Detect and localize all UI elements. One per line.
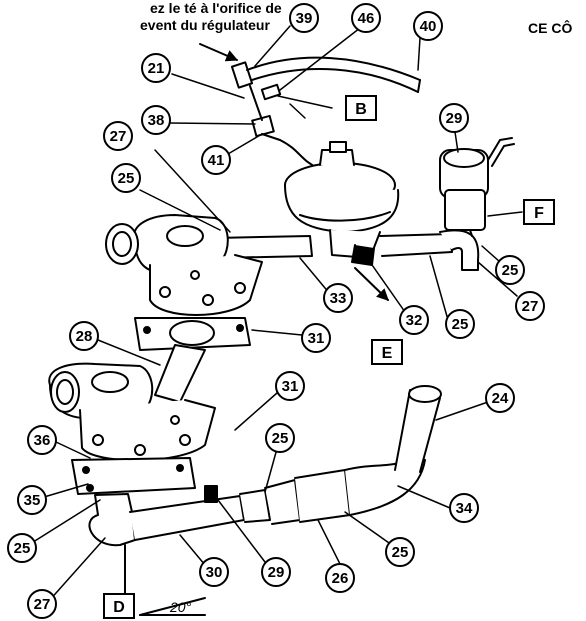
callout-39: 39 (289, 3, 319, 33)
svg-text:35: 35 (24, 492, 41, 509)
callout-26: 26 (325, 563, 355, 593)
callout-28: 28 (69, 321, 99, 351)
svg-text:27: 27 (34, 596, 51, 613)
box-E: E (371, 339, 403, 365)
box-F: F (523, 199, 555, 225)
svg-text:39: 39 (296, 10, 313, 27)
callout-31-lower: 31 (275, 371, 305, 401)
svg-text:40: 40 (420, 18, 437, 35)
callout-29-top: 29 (439, 103, 469, 133)
box-D: D (103, 593, 135, 619)
box-B: B (345, 95, 377, 121)
callout-24: 24 (485, 383, 515, 413)
callout-25-lower-right: 25 (385, 537, 415, 567)
callout-35: 35 (17, 485, 47, 515)
callout-40: 40 (413, 11, 443, 41)
svg-text:33: 33 (330, 290, 347, 307)
svg-text:46: 46 (358, 10, 375, 27)
callout-21: 21 (141, 53, 171, 83)
flange-lower (71, 457, 196, 495)
connecting-pipe (154, 344, 206, 403)
callout-34: 34 (449, 493, 479, 523)
callout-25-upper-left: 25 (111, 163, 141, 193)
flange-upper (134, 317, 251, 351)
instruction-line-1: ez le té à l'orifice de (150, 0, 282, 16)
svg-text:30: 30 (206, 564, 223, 581)
shutoff-valve (439, 137, 515, 237)
svg-text:41: 41 (208, 152, 225, 169)
callout-27-upper-left: 27 (103, 121, 133, 151)
svg-text:D: D (113, 599, 125, 616)
callout-36: 36 (27, 425, 57, 455)
callout-25-right: 25 (495, 255, 525, 285)
svg-text:25: 25 (452, 316, 469, 333)
svg-text:25: 25 (118, 170, 135, 187)
upper-actuator-valve (105, 214, 263, 316)
svg-text:27: 27 (110, 128, 127, 145)
callout-27-right: 27 (515, 291, 545, 321)
svg-text:29: 29 (446, 110, 463, 127)
svg-text:27: 27 (522, 298, 539, 315)
angle-indicator (124, 544, 206, 616)
callout-25-mid: 25 (445, 309, 475, 339)
svg-text:31: 31 (282, 378, 299, 395)
svg-text:38: 38 (148, 112, 165, 129)
svg-text:28: 28 (76, 328, 93, 345)
callout-31-upper: 31 (301, 323, 331, 353)
svg-text:34: 34 (456, 500, 473, 517)
callout-30: 30 (199, 557, 229, 587)
angle-label: 20° (169, 599, 192, 615)
svg-text:F: F (534, 205, 544, 222)
lower-pipe-run (88, 385, 442, 547)
callout-29-lower: 29 (261, 557, 291, 587)
svg-text:31: 31 (308, 330, 325, 347)
svg-text:25: 25 (14, 540, 31, 557)
vent-tee-assembly (199, 43, 421, 169)
callout-41: 41 (201, 145, 231, 175)
callout-27-lower: 27 (27, 589, 57, 619)
callout-38: 38 (141, 105, 171, 135)
svg-text:24: 24 (492, 390, 509, 407)
callouts: 39 46 40 21 38 41 29 27 25 25 27 25 33 3… (7, 3, 545, 619)
callout-25-lower-left: 25 (7, 533, 37, 563)
svg-text:25: 25 (272, 430, 289, 447)
callout-25-lower-mid: 25 (265, 423, 295, 453)
svg-text:36: 36 (34, 432, 51, 449)
leader-lines (29, 25, 523, 603)
callout-33: 33 (323, 283, 353, 313)
boxed-labels: B F E D (103, 95, 555, 619)
svg-text:25: 25 (502, 262, 519, 279)
svg-text:21: 21 (148, 60, 165, 77)
svg-text:25: 25 (392, 544, 409, 561)
svg-text:32: 32 (406, 312, 423, 329)
svg-text:26: 26 (332, 570, 349, 587)
side-heading-fragment: CE CÔ (528, 20, 573, 36)
regulator (284, 141, 400, 301)
callout-46: 46 (351, 3, 381, 33)
svg-text:E: E (382, 345, 393, 362)
svg-text:29: 29 (268, 564, 285, 581)
instruction-line-2: event du régulateur (140, 17, 270, 33)
lower-actuator-valve (48, 362, 216, 462)
callout-32: 32 (399, 305, 429, 335)
svg-text:B: B (355, 101, 367, 118)
